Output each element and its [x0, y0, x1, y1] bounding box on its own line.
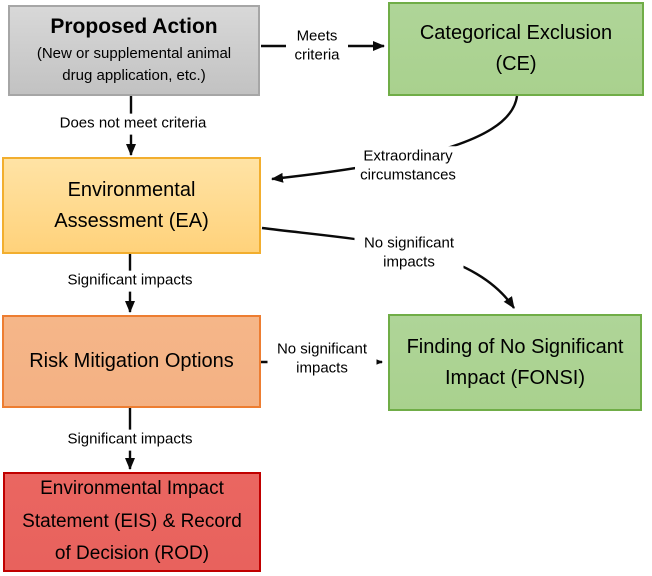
edge-label-extraordinary-circumstances: Extraordinary circumstances — [355, 146, 461, 186]
node-categorical-exclusion: Categorical Exclusion (CE) — [388, 2, 644, 96]
node-proposed-action: Proposed Action (New or supplemental ani… — [8, 5, 260, 96]
node-proposed-action-title: Proposed Action — [50, 15, 218, 39]
node-eis-label: Environmental Impact Statement (EIS) & R… — [22, 478, 242, 565]
node-eis: Environmental Impact Statement (EIS) & R… — [3, 472, 261, 572]
edge-label-significant-impacts-risk: Significant impacts — [65, 429, 195, 451]
node-environmental-assessment-label: Environmental Assessment (EA) — [54, 178, 209, 232]
arrow-ce-to-ea — [271, 95, 519, 183]
edge-label-meets-criteria: Meets criteria — [286, 26, 348, 66]
node-risk-mitigation-label: Risk Mitigation Options — [29, 350, 234, 372]
node-risk-mitigation: Risk Mitigation Options — [2, 315, 261, 408]
edge-label-does-not-meet-criteria: Does not meet criteria — [57, 113, 209, 135]
node-environmental-assessment: Environmental Assessment (EA) — [2, 157, 261, 254]
edge-label-no-significant-impacts-risk: No significant impacts — [267, 339, 377, 379]
node-fonsi-label: Finding of No Significant Impact (FONSI) — [406, 335, 624, 389]
node-proposed-action-subtitle: (New or supplemental animal drug applica… — [36, 44, 232, 85]
edge-label-no-significant-impacts-ea: No significant impacts — [354, 233, 464, 273]
node-fonsi: Finding of No Significant Impact (FONSI) — [388, 314, 642, 411]
node-categorical-exclusion-label: Categorical Exclusion (CE) — [419, 22, 613, 75]
edge-label-significant-impacts-ea: Significant impacts — [65, 270, 195, 292]
